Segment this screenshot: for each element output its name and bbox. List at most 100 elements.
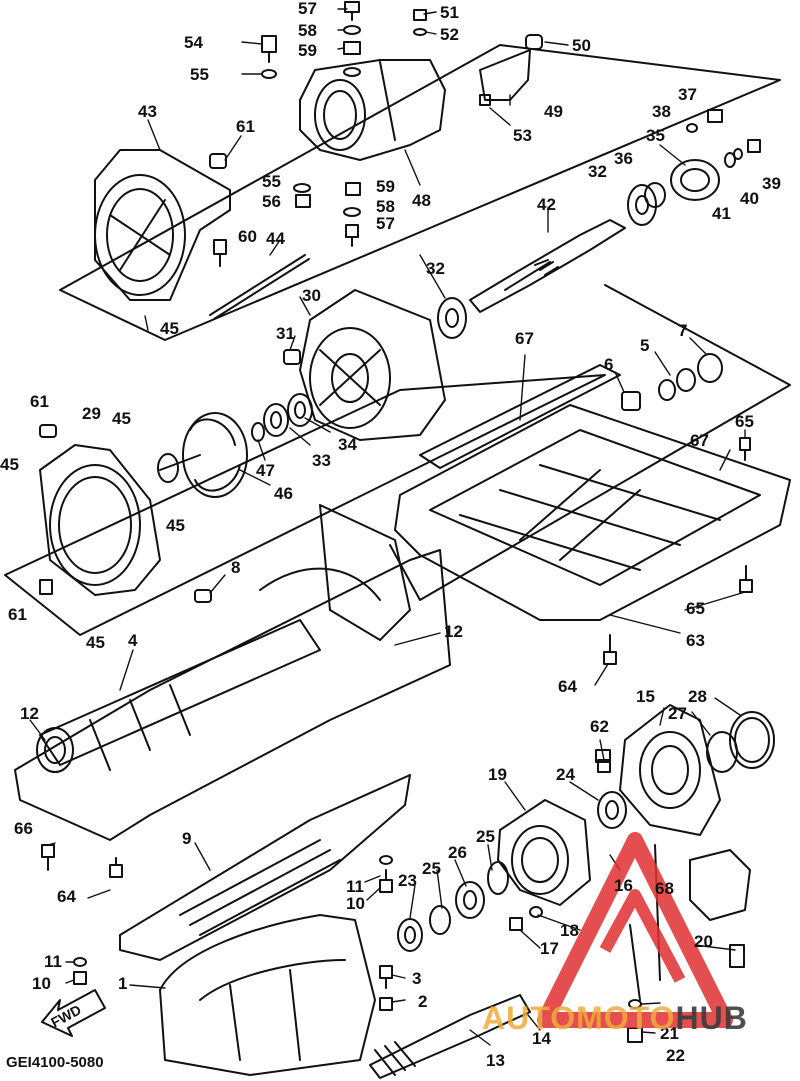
- callout-39: 39: [762, 174, 781, 193]
- callout-13: 13: [486, 1051, 505, 1070]
- callout-11b: 11: [44, 952, 62, 971]
- callout-58: 58: [298, 21, 317, 40]
- callout-12: 12: [444, 622, 463, 641]
- bolts-65: [603, 437, 753, 665]
- group-frame-lower: [389, 284, 791, 601]
- fwd-arrow: [41, 989, 106, 1037]
- callout-57b: 57: [376, 214, 395, 233]
- callout-8: 8: [231, 558, 241, 577]
- callout-67: 67: [515, 329, 534, 348]
- callout-45c: 45: [0, 455, 19, 474]
- callout-5: 5: [640, 336, 650, 355]
- callout-1: 1: [118, 974, 128, 993]
- callout-29: 29: [82, 404, 101, 423]
- diagram-code: GEI4100-5080: [6, 1054, 104, 1071]
- o-rings-27-28: [706, 711, 775, 773]
- callout-4: 4: [128, 631, 138, 650]
- callout-45d: 45: [166, 516, 185, 535]
- callout-45: 45: [160, 319, 179, 338]
- bearing-32-lower: [437, 297, 467, 339]
- callout-27: 27: [668, 704, 687, 723]
- callout-25b: 25: [422, 859, 441, 878]
- callout-14: 14: [532, 1029, 551, 1048]
- callout-19: 19: [488, 765, 507, 784]
- spacers-5-6-7: [621, 353, 723, 411]
- seals-23-26: [397, 861, 509, 952]
- callout-45e: 45: [86, 633, 105, 652]
- callout-30: 30: [302, 286, 321, 305]
- drive-shaft-42: [469, 219, 626, 313]
- callout-61: 61: [236, 117, 255, 136]
- callout-44: 44: [266, 229, 285, 248]
- callout-55b: 55: [262, 172, 281, 191]
- bearing-32-upper: [627, 184, 657, 226]
- callout-3: 3: [412, 969, 422, 988]
- callout-15: 15: [636, 687, 655, 706]
- callout-42: 42: [537, 195, 556, 214]
- callout-50: 50: [572, 36, 591, 55]
- callout-2: 2: [418, 992, 428, 1011]
- callout-25: 25: [476, 827, 495, 846]
- callout-56: 56: [262, 192, 281, 211]
- watermark-part2: HUB: [675, 1000, 748, 1036]
- callout-31: 31: [276, 324, 295, 343]
- callout-10b: 10: [32, 974, 51, 993]
- callout-68: 68: [655, 879, 674, 898]
- callout-35: 35: [646, 126, 665, 145]
- group-frame-middle: [4, 374, 606, 636]
- callout-45b: 45: [112, 409, 131, 428]
- callout-54: 54: [184, 33, 203, 52]
- callout-38: 38: [652, 102, 671, 121]
- callout-59b: 59: [376, 177, 395, 196]
- watermark-part1: AUTOMOTO: [482, 1000, 676, 1036]
- callout-43: 43: [138, 102, 157, 121]
- callout-61b: 61: [30, 392, 49, 411]
- callout-10: 10: [346, 894, 365, 913]
- callout-57: 57: [298, 0, 317, 18]
- callout-62: 62: [590, 717, 609, 736]
- steering-nozzle: [299, 34, 543, 161]
- callout-11: 11: [346, 877, 364, 896]
- callout-17: 17: [540, 939, 559, 958]
- impeller-housing-30: [283, 289, 446, 441]
- nozzle-assembly-15: [619, 704, 721, 836]
- callout-63: 63: [686, 631, 705, 650]
- callout-20: 20: [694, 932, 713, 951]
- callout-65b: 65: [686, 599, 705, 618]
- shaft-13: [369, 994, 531, 1079]
- watermark-logo: [537, 832, 733, 1028]
- small-parts-37-41: [686, 109, 761, 168]
- callout-55: 55: [190, 65, 209, 84]
- callout-61c: 61: [8, 605, 27, 624]
- callout-64b: 64: [57, 887, 76, 906]
- housing-duct-29: [39, 424, 161, 596]
- callout-37: 37: [678, 85, 697, 104]
- callout-66: 66: [14, 819, 33, 838]
- impeller-46: [157, 412, 248, 498]
- callout-32: 32: [588, 162, 607, 181]
- seals-33-34: [251, 393, 313, 442]
- callout-24: 24: [556, 765, 575, 784]
- callout-64: 64: [558, 677, 577, 696]
- bearing-housing-35: [644, 159, 720, 208]
- callout-18: 18: [560, 921, 579, 940]
- callout-58b: 58: [376, 197, 395, 216]
- jet-pump-body-4: [14, 504, 451, 841]
- ride-plate-frame: [394, 364, 791, 621]
- long-bolt-44: [209, 254, 306, 316]
- callout-33: 33: [312, 451, 331, 470]
- callout-46: 46: [274, 484, 293, 503]
- callout-16: 16: [614, 876, 633, 895]
- cover-1: [159, 914, 376, 1076]
- callout-41: 41: [712, 204, 731, 223]
- callout-47: 47: [256, 461, 275, 480]
- callout-53: 53: [513, 126, 532, 145]
- callout-67b: 67: [690, 431, 709, 450]
- bolts-bottom: [41, 749, 643, 1043]
- callout-6: 6: [604, 355, 614, 374]
- callout-60: 60: [238, 227, 257, 246]
- callout-52: 52: [440, 25, 459, 44]
- callout-26: 26: [448, 843, 467, 862]
- callout-23: 23: [398, 871, 417, 890]
